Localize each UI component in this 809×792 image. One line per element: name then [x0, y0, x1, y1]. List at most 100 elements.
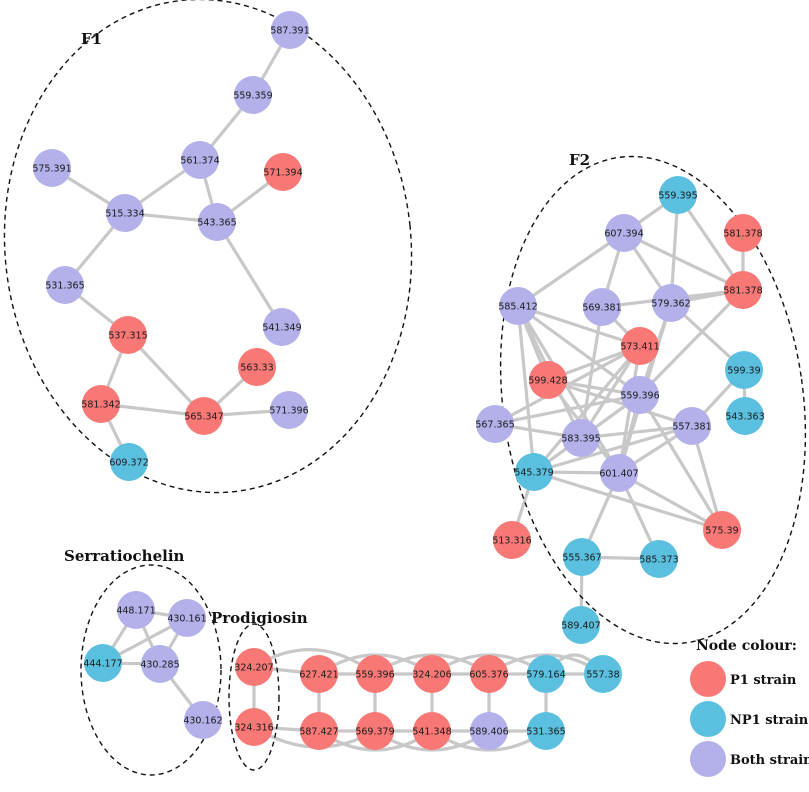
node-circle — [235, 708, 273, 746]
node-label: 587.391 — [270, 26, 309, 37]
node-label: 559.359 — [233, 91, 272, 102]
node-label: 559.395 — [658, 191, 697, 202]
legend-swatch-both — [690, 741, 726, 777]
node-label: 563.33 — [240, 363, 273, 374]
node-circle — [271, 11, 309, 49]
node-f1d: 571.394 — [263, 153, 303, 191]
node-s3: 444.177 — [83, 644, 123, 682]
node-f1j: 541.349 — [262, 308, 302, 346]
node-label: 569.381 — [582, 303, 621, 314]
node-c10: 589.406 — [469, 712, 509, 750]
node-f2v: 589.407 — [561, 606, 601, 644]
node-f2g: 579.362 — [651, 284, 691, 322]
node-circle — [583, 288, 621, 326]
node-f1k: 563.33 — [238, 348, 276, 386]
node-c5: 579.164 — [526, 655, 566, 693]
node-label: 555.367 — [562, 553, 601, 564]
node-f2r: 513.316 — [492, 521, 532, 559]
node-circle — [356, 655, 394, 693]
node-label: 587.427 — [299, 727, 338, 738]
node-s5: 430.162 — [183, 701, 223, 739]
node-label: 557.381 — [672, 422, 711, 433]
node-circle — [109, 316, 147, 354]
node-circle — [605, 214, 643, 252]
node-label: 605.376 — [469, 670, 508, 681]
node-circle — [270, 391, 308, 429]
node-f1h: 531.365 — [45, 266, 85, 304]
node-label: 444.177 — [83, 659, 122, 670]
node-circle — [264, 153, 302, 191]
node-c11: 531.365 — [526, 712, 566, 750]
node-label: 515.334 — [105, 209, 144, 220]
node-circle — [724, 214, 762, 252]
node-circle — [659, 176, 697, 214]
node-label: 543.363 — [725, 412, 764, 423]
legend-swatch-p1 — [690, 661, 726, 697]
node-circle — [82, 385, 120, 423]
node-f2d: 581.378 — [723, 271, 763, 309]
node-f1m: 565.347 — [184, 397, 224, 435]
node-circle — [584, 655, 622, 693]
node-circle — [238, 348, 276, 386]
node-label: 430.161 — [167, 614, 206, 625]
cluster-prodigiosin-outline — [228, 623, 280, 771]
node-c9: 541.348 — [412, 712, 452, 750]
edge-f2j-f2d — [638, 288, 745, 397]
node-circle — [640, 540, 678, 578]
node-label: 607.394 — [604, 229, 643, 240]
node-circle — [413, 712, 451, 750]
edge-f2j-f2s — [638, 393, 724, 532]
node-label: 585.373 — [639, 555, 678, 566]
edge-f2e-f2q — [516, 304, 621, 475]
node-c8: 569.379 — [355, 712, 395, 750]
node-label: 565.347 — [184, 412, 223, 423]
node-f2f: 569.381 — [582, 288, 622, 326]
node-label: 324.206 — [412, 670, 451, 681]
edge-f2b-f2d — [622, 231, 745, 292]
legend: Node colour: P1 strain NP1 strain Both s… — [690, 638, 809, 777]
node-circle — [724, 271, 762, 309]
cluster-serratiochelin-outline — [80, 564, 222, 776]
node-label: 571.396 — [269, 406, 308, 417]
node-label: 589.407 — [561, 621, 600, 632]
legend-swatch-np1 — [690, 701, 726, 737]
node-label: 575.391 — [32, 164, 71, 175]
node-circle — [529, 361, 567, 399]
node-f2s: 575.39 — [703, 511, 741, 549]
edge-f2a-f2d — [676, 193, 745, 292]
node-c1: 627.421 — [299, 655, 339, 693]
node-f1c: 561.374 — [180, 141, 220, 179]
node-label: 324.207 — [234, 663, 273, 674]
node-s4: 430.285 — [140, 645, 180, 683]
node-f1g: 543.365 — [197, 203, 237, 241]
legend-label-both: Both strains — [730, 753, 809, 768]
node-f1n: 571.396 — [269, 391, 309, 429]
node-label: 567.365 — [475, 420, 514, 431]
node-circle — [493, 521, 531, 559]
node-label: 531.365 — [45, 281, 84, 292]
node-f2u: 585.373 — [639, 540, 679, 578]
node-label: 581.378 — [723, 286, 762, 297]
node-label: 513.316 — [492, 536, 531, 547]
node-circle — [673, 407, 711, 445]
node-label: 448.171 — [116, 606, 155, 617]
node-label: 569.379 — [355, 727, 394, 738]
node-f2t: 555.367 — [562, 538, 602, 576]
node-label: 541.349 — [262, 323, 301, 334]
edge-f2e-f2p — [516, 304, 536, 474]
node-circle — [117, 591, 155, 629]
node-label: 324.316 — [234, 723, 273, 734]
node-circle — [703, 511, 741, 549]
node-c4: 605.376 — [469, 655, 509, 693]
node-circle — [235, 648, 273, 686]
node-f2i: 599.428 — [528, 361, 568, 399]
node-circle — [515, 453, 553, 491]
node-f2l: 567.365 — [475, 405, 515, 443]
node-label: 599.428 — [528, 376, 567, 387]
node-c6: 557.38 — [584, 655, 622, 693]
node-circle — [46, 266, 84, 304]
node-f2o: 543.363 — [725, 397, 765, 435]
edge-f2j-f2l — [493, 393, 642, 426]
node-f2c: 581.378 — [723, 214, 763, 252]
edge-f1g-f1j — [215, 220, 284, 329]
